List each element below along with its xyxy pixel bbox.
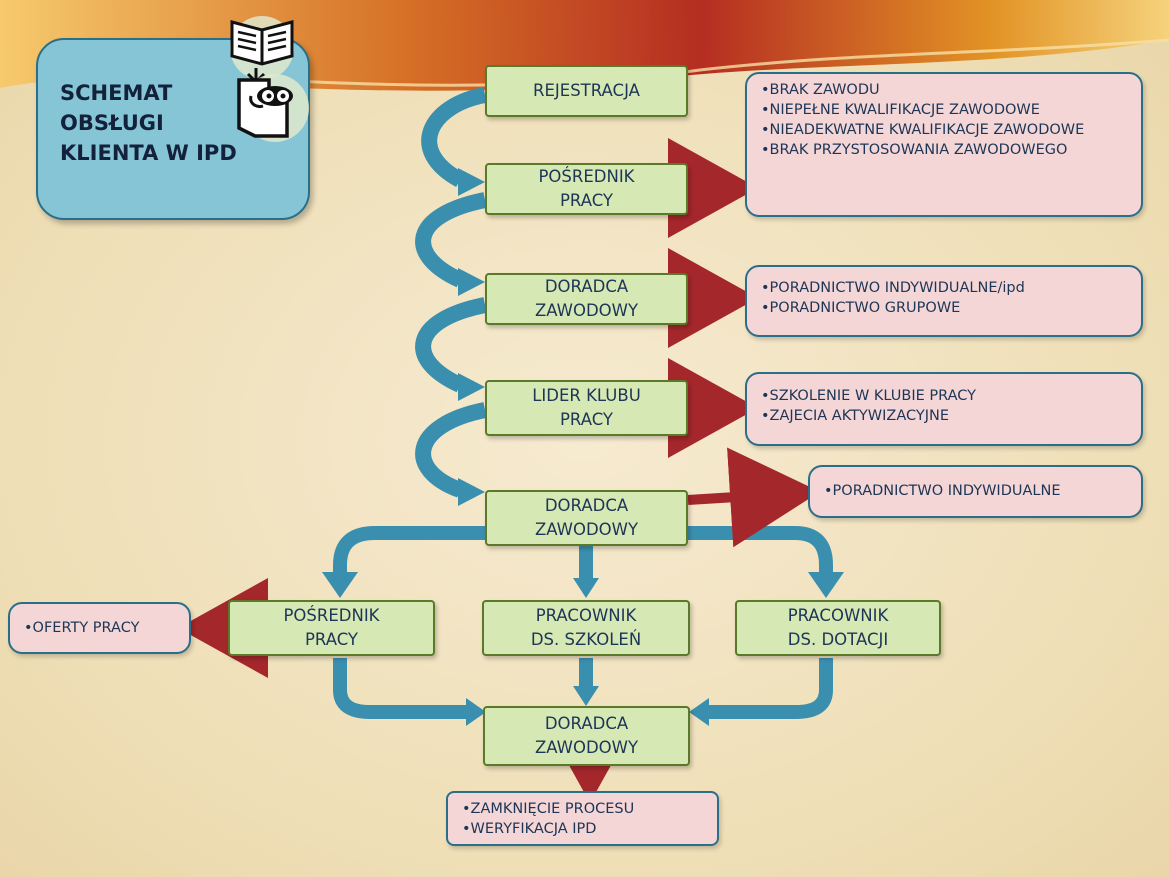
step-posrednik-pracy-2: POŚREDNIK PRACY — [228, 600, 435, 656]
note-doradca-2: •PORADNICTWO INDYWIDUALNE — [808, 465, 1143, 518]
note-item: •PORADNICTWO INDYWIDUALNE/ipd — [761, 280, 1025, 296]
note-item: •OFERTY PRACY — [24, 620, 140, 636]
note-item: •PORADNICTWO INDYWIDUALNE — [824, 483, 1061, 499]
step-rejestracja: REJESTRACJA — [485, 65, 688, 117]
face-icon — [237, 74, 309, 142]
diagram-title: SCHEMAT OBSŁUGI KLIENTA W IPD — [60, 81, 237, 165]
note-item: •ZAJECIA AKTYWIZACYJNE — [761, 408, 950, 424]
note-doradca-1: •PORADNICTWO INDYWIDUALNE/ipd •PORADNICT… — [745, 265, 1143, 337]
branch-arrowheads — [322, 572, 844, 598]
step-doradca-zawodowy-3: DORADCA ZAWODOWY — [483, 706, 690, 766]
note-item: •NIEADEKWATNE KWALIFIKACJE ZAWODOWE — [761, 122, 1085, 138]
note-item: •WERYFIKACJA IPD — [462, 821, 597, 837]
step-doradca-zawodowy-1: DORADCA ZAWODOWY — [485, 273, 688, 325]
step-pracownik-dotacji: PRACOWNIK DS. DOTACJI — [735, 600, 941, 656]
note-posrednik: •BRAK ZAWODU •NIEPEŁNE KWALIFIKACJE ZAWO… — [745, 72, 1143, 217]
step-lider-klubu-pracy: LIDER KLUBU PRACY — [485, 380, 688, 436]
merge-arrows — [333, 658, 833, 719]
note-item: •ZAMKNIĘCIE PROCESU — [462, 801, 635, 817]
merge-arrowheads — [466, 686, 709, 726]
curved-flow-arrowheads — [458, 168, 485, 506]
note-item: •BRAK ZAWODU — [761, 82, 880, 98]
note-item: •PORADNICTWO GRUPOWE — [761, 300, 961, 316]
side-arrows — [178, 138, 820, 803]
book-icon — [230, 16, 294, 85]
note-item: •SZKOLENIE W KLUBIE PRACY — [761, 388, 976, 404]
step-doradca-zawodowy-2: DORADCA ZAWODOWY — [485, 490, 688, 546]
note-item: •NIEPEŁNE KWALIFIKACJE ZAWODOWE — [761, 102, 1040, 118]
note-item: •BRAK PRZYSTOSOWANIA ZAWODOWEGO — [761, 142, 1068, 158]
note-oferty-pracy: •OFERTY PRACY — [8, 602, 191, 654]
step-posrednik-pracy: POŚREDNIK PRACY — [485, 163, 688, 215]
step-pracownik-szkolen: PRACOWNIK DS. SZKOLEŃ — [482, 600, 690, 656]
note-lider: •SZKOLENIE W KLUBIE PRACY •ZAJECIA AKTYW… — [745, 372, 1143, 446]
note-zamkniecie: •ZAMKNIĘCIE PROCESU •WERYFIKACJA IPD — [446, 791, 719, 846]
curved-flow-arrows — [415, 87, 487, 498]
